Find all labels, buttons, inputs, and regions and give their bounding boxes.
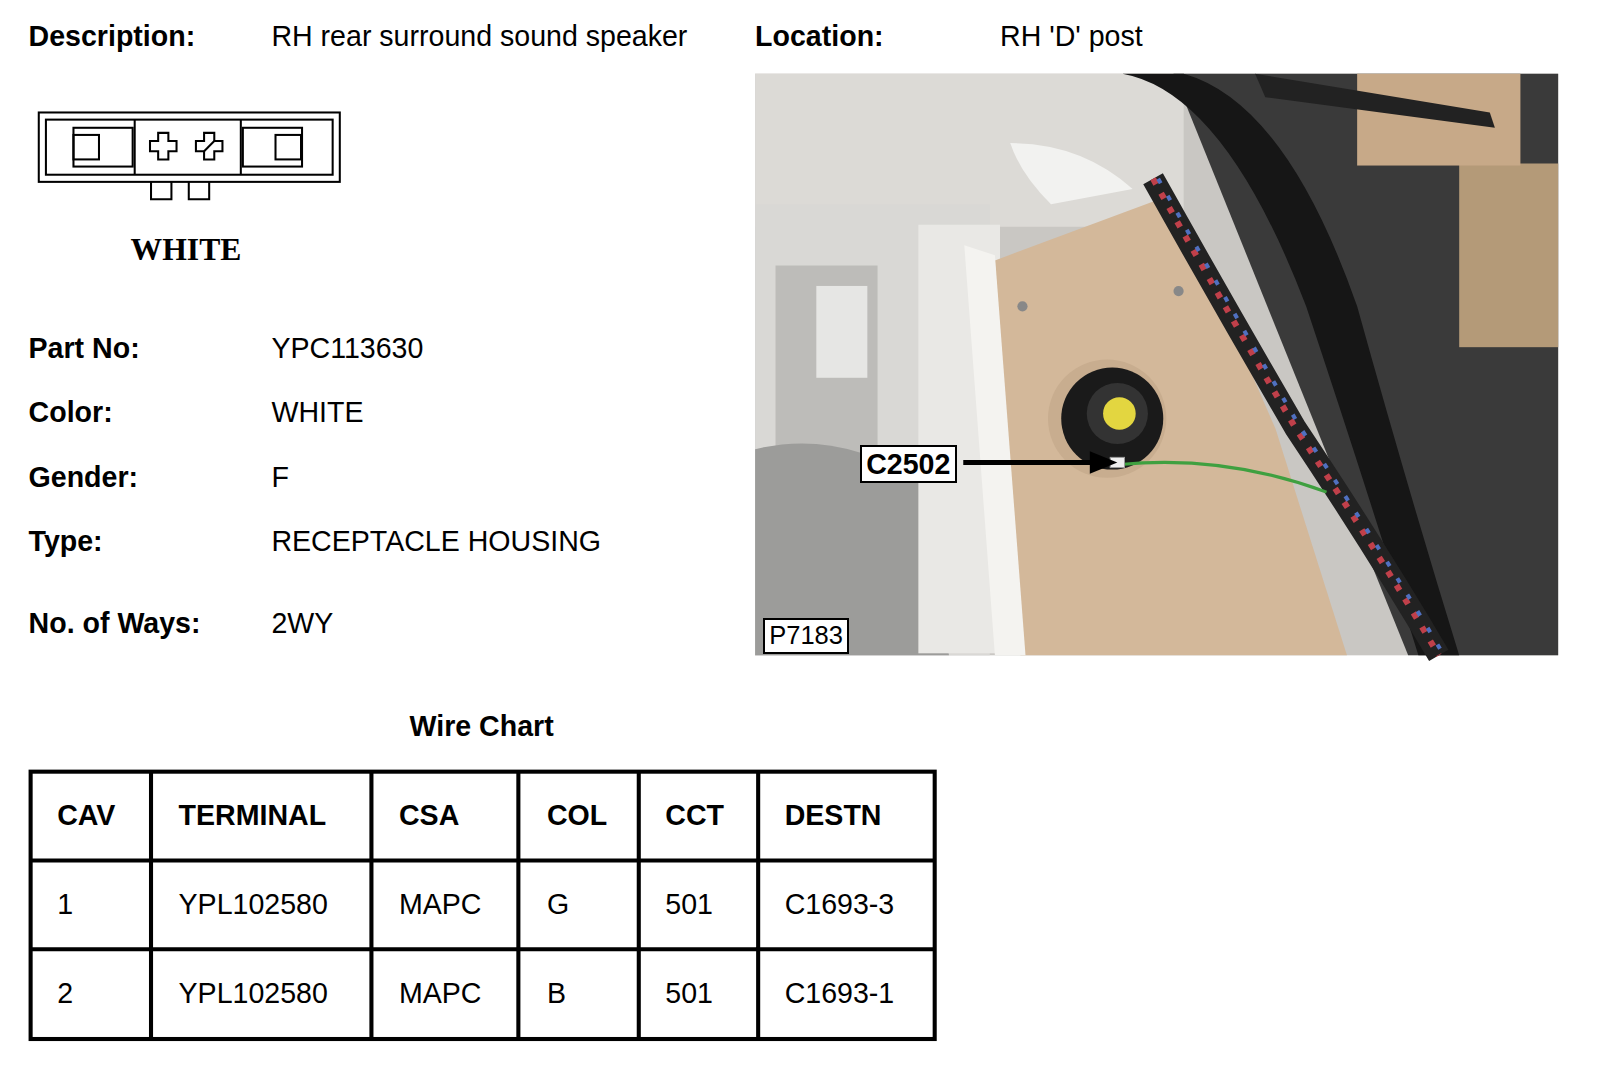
callout-box: P7183: [763, 618, 849, 654]
field-value: RECEPTACLE HOUSING: [271, 527, 601, 556]
field-name: No. of Ways:: [29, 609, 201, 638]
callout-box: C2502: [860, 445, 957, 484]
table-cell: TERMINAL: [179, 801, 327, 830]
table-cell: CSA: [399, 801, 459, 830]
connector-face: [39, 112, 340, 199]
field-value: 2WY: [271, 609, 333, 638]
table-cell: YPL102580: [179, 979, 328, 1008]
field-name: Part No:: [29, 334, 140, 363]
table-cell: CAV: [57, 801, 115, 830]
field-name: Type:: [29, 527, 103, 556]
field-name: Location:: [755, 21, 884, 50]
field-value: F: [271, 462, 288, 491]
table-cell: YPL102580: [179, 890, 328, 919]
table-cell: CCT: [665, 801, 724, 830]
table-cell: C1693-3: [785, 890, 895, 919]
callout-label: P7183: [769, 623, 843, 649]
table-cell: 501: [665, 979, 713, 1008]
callout-label: C2502: [866, 450, 951, 479]
table-cell: G: [547, 890, 569, 919]
field-value: YPC113630: [271, 334, 423, 363]
table-cell: MAPC: [399, 890, 482, 919]
table-cell: 2: [57, 979, 73, 1008]
wire-chart-grid: [31, 772, 935, 1039]
field-value: RH 'D' post: [1000, 21, 1143, 50]
table-cell: DESTN: [785, 801, 882, 830]
field-name: Color:: [29, 398, 113, 427]
field-value: RH rear surround sound speaker: [271, 21, 687, 50]
table-cell: 1: [57, 890, 73, 919]
table-cell: MAPC: [399, 979, 482, 1008]
table-title: Wire Chart: [410, 711, 554, 740]
leader-arrow: [963, 451, 1117, 473]
connector-color: WHITE: [131, 234, 242, 266]
photo: [755, 74, 1558, 656]
table-cell: C1693-1: [785, 979, 895, 1008]
field-value: WHITE: [271, 398, 363, 427]
table-cell: 501: [665, 890, 713, 919]
table-cell: B: [547, 979, 566, 1008]
table-cell: COL: [547, 801, 607, 830]
field-name: Gender:: [29, 462, 139, 491]
field-name: Description:: [29, 21, 196, 50]
